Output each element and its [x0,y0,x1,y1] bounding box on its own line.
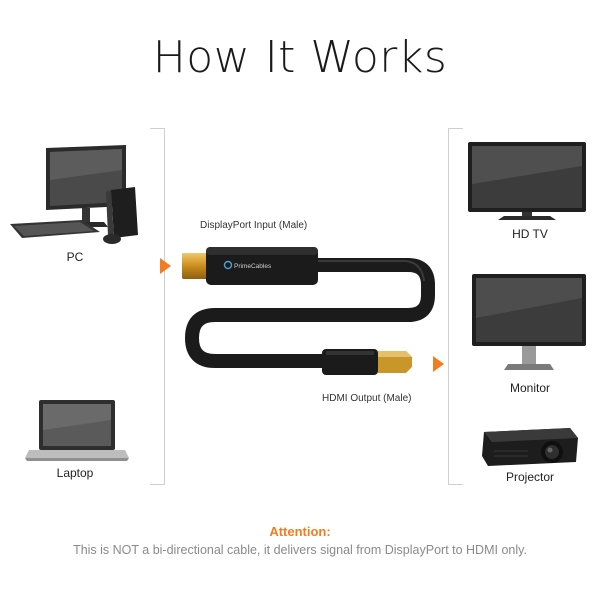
attention-title: Attention: [269,524,331,539]
projector-label: Projector [505,470,555,484]
pc-label: PC [66,250,84,264]
cable-brand-label: PrimeCables [234,263,272,270]
projector-icon [482,428,578,466]
monitor-label: Monitor [509,381,550,395]
hdtv-label: HD TV [512,227,548,241]
input-arrow-icon [160,258,171,274]
output-arrow-icon [433,356,444,372]
page-title: How It Works [152,32,448,83]
laptop-icon [25,400,129,461]
monitor-icon [472,274,586,370]
hdmi-output-label: HDMI Output (Male) [322,393,412,404]
cable-icon: PrimeCables [182,247,435,375]
input-bracket [150,128,165,485]
output-bracket [448,128,463,485]
displayport-input-label: DisplayPort Input (Male) [200,220,308,231]
attention-text: This is NOT a bi-directional cable, it d… [73,543,527,557]
hdtv-icon [468,142,586,220]
laptop-label: Laptop [56,466,94,480]
pc-icon [10,145,138,244]
